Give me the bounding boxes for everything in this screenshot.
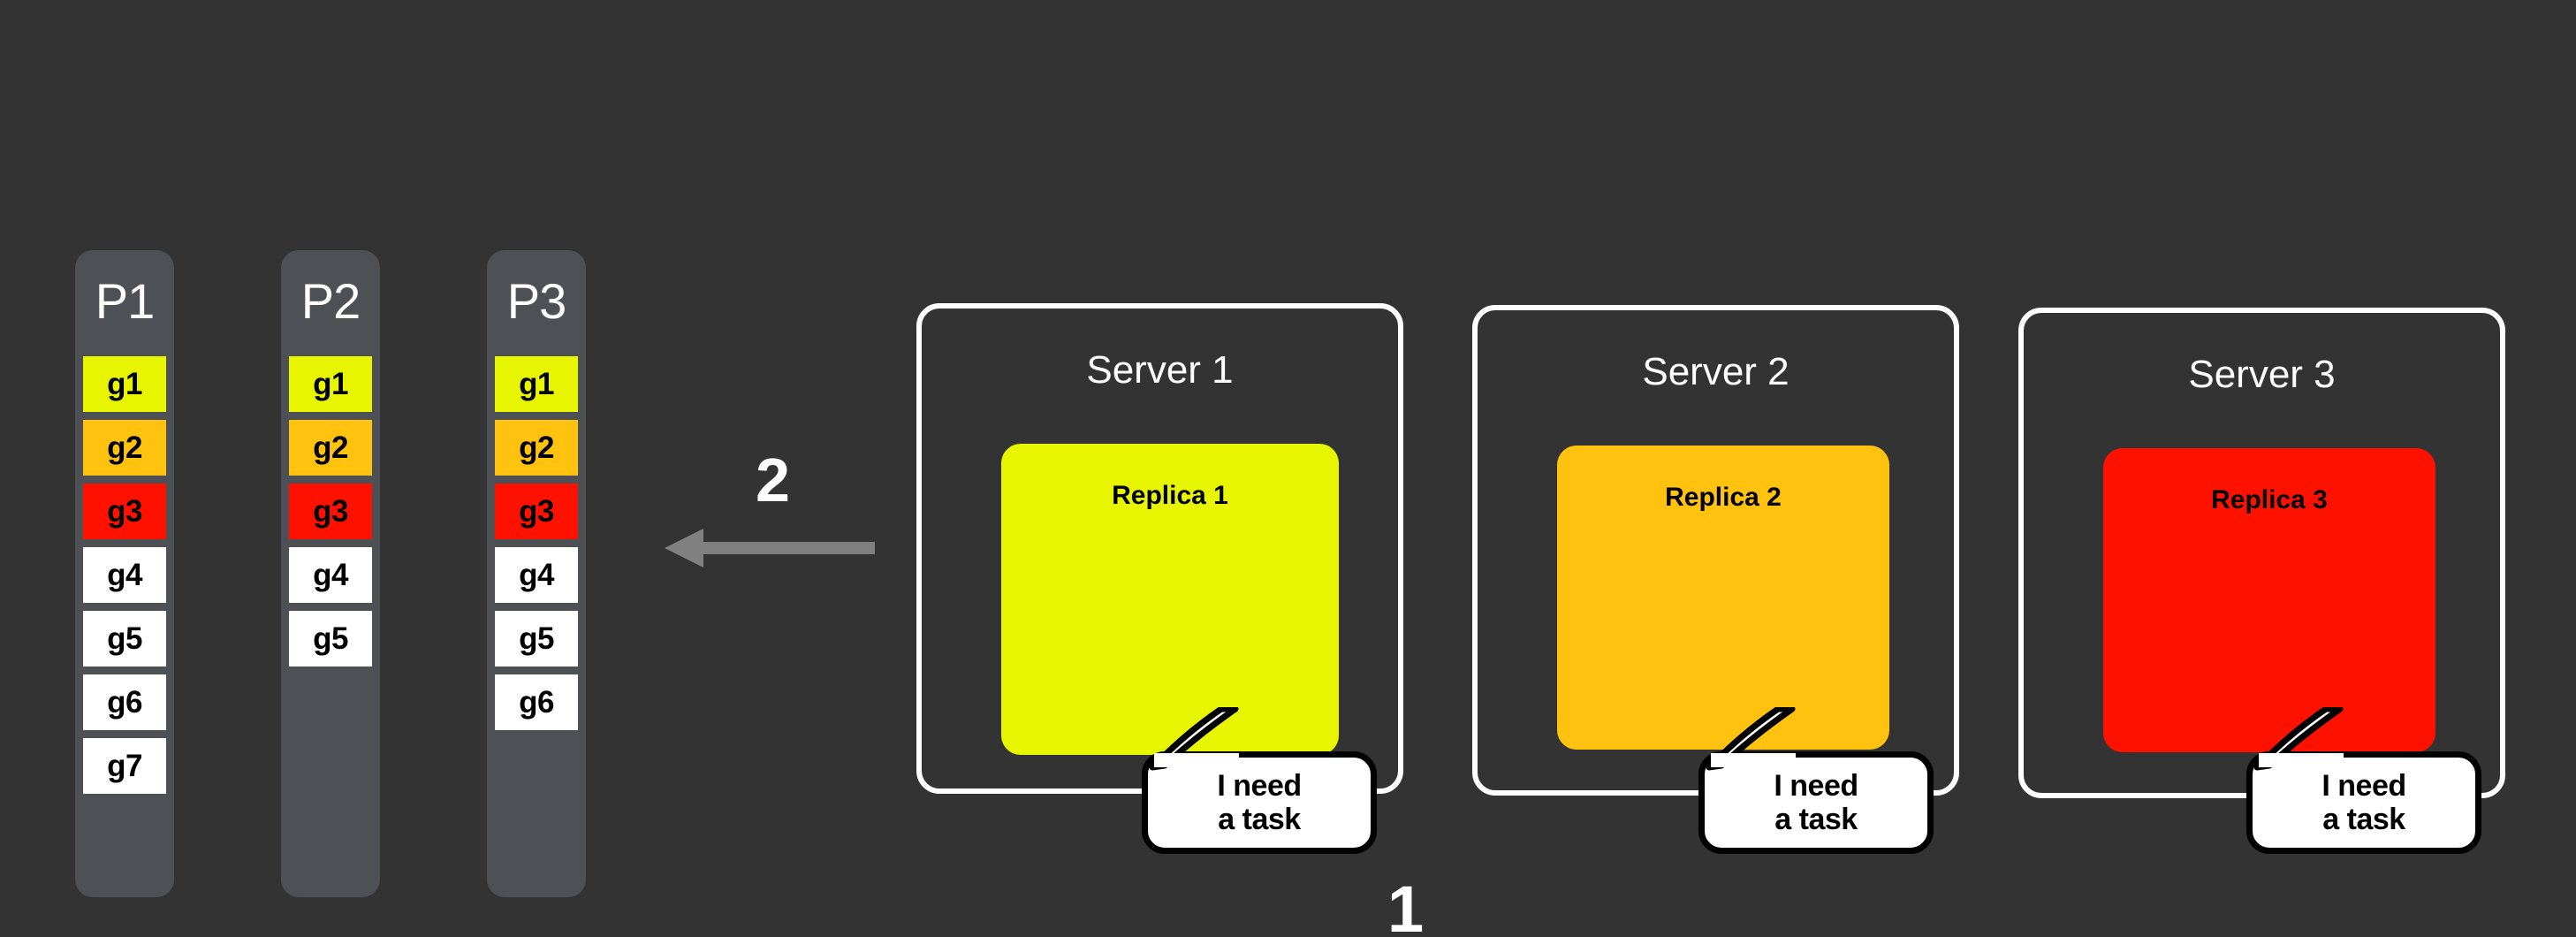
task-block: g2 (289, 420, 372, 476)
partition-p2: P2 g1 g2 g3 g4 g5 (281, 250, 380, 897)
task-block: g6 (83, 674, 166, 730)
server-2-box: Server 2 Replica 2 (1472, 305, 1959, 796)
speech-bubble-tail-join (1711, 753, 1796, 767)
task-block: g3 (83, 484, 166, 539)
speech-bubble-tail-icon (1706, 707, 1796, 771)
task-label: g2 (107, 430, 142, 465)
speech-bubble-line-2: a task (2322, 803, 2405, 836)
task-block: g1 (495, 356, 578, 412)
task-label: g5 (519, 621, 554, 656)
task-label: g1 (107, 366, 142, 401)
task-label: g4 (313, 557, 348, 592)
task-label: g4 (107, 557, 142, 592)
task-label: g2 (519, 430, 554, 465)
replica-box: Replica 3 (2103, 448, 2435, 752)
task-block: g3 (495, 484, 578, 539)
speech-bubble-tail-join (2259, 753, 2344, 767)
server-3-box: Server 3 Replica 3 (2018, 308, 2505, 798)
task-block: g1 (83, 356, 166, 412)
speech-bubble-tail-icon (1149, 707, 1239, 771)
task-list: g1 g2 g3 g4 g5 (289, 356, 372, 674)
task-label: g1 (313, 366, 348, 401)
task-block: g5 (495, 611, 578, 667)
task-block: g7 (83, 738, 166, 794)
task-list: g1 g2 g3 g4 g5 g6 g7 (83, 356, 166, 802)
task-label: g6 (107, 684, 142, 720)
arrow-left-icon (665, 529, 875, 568)
task-label: g2 (313, 430, 348, 465)
task-block: g2 (83, 420, 166, 476)
server-title: Server 2 (1642, 350, 1790, 393)
task-label: g3 (313, 493, 348, 529)
task-block: g4 (495, 547, 578, 603)
partition-p3: P3 g1 g2 g3 g4 g5 g6 (487, 250, 586, 897)
dispatch-arrow (665, 527, 875, 574)
partition-title: P1 (95, 273, 156, 329)
task-label: g5 (313, 621, 348, 656)
task-label: g3 (107, 493, 142, 529)
task-label: g4 (519, 557, 554, 592)
speech-bubble-line-1: I need (2321, 768, 2406, 803)
partition-title: P2 (300, 273, 361, 329)
speech-bubble-tail-icon (2253, 707, 2344, 771)
replica-box: Replica 1 (1001, 444, 1339, 755)
task-block: g6 (495, 674, 578, 730)
speech-bubble-line-2: a task (1218, 803, 1301, 836)
partition-title: P3 (506, 273, 567, 329)
task-block: g5 (289, 611, 372, 667)
task-label: g5 (107, 621, 142, 656)
step-2-label: 2 (756, 446, 790, 514)
task-block: g5 (83, 611, 166, 667)
speech-bubble-line-1: I need (1774, 768, 1858, 803)
replica-box: Replica 2 (1557, 446, 1889, 750)
task-list: g1 g2 g3 g4 g5 g6 (495, 356, 578, 738)
task-label: g3 (519, 493, 554, 529)
speech-bubble-line-1: I need (1217, 768, 1302, 803)
speech-bubble-tail-join (1154, 753, 1239, 767)
replica-title: Replica 2 (1665, 483, 1782, 512)
task-label: g6 (519, 684, 554, 720)
task-block: g4 (83, 547, 166, 603)
task-label: g1 (519, 366, 554, 401)
task-block: g1 (289, 356, 372, 412)
speech-bubble-line-2: a task (1774, 803, 1858, 836)
server-title: Server 3 (2188, 353, 2336, 396)
partition-p1: P1 g1 g2 g3 g4 g5 g6 g7 (75, 250, 174, 897)
server-title: Server 1 (1086, 348, 1234, 392)
task-label: g7 (107, 748, 142, 783)
task-block: g4 (289, 547, 372, 603)
replica-title: Replica 3 (2211, 485, 2328, 514)
task-block: g2 (495, 420, 578, 476)
replica-title: Replica 1 (1112, 481, 1228, 510)
task-block: g3 (289, 484, 372, 539)
step-1-label: 1 (1387, 872, 1425, 937)
